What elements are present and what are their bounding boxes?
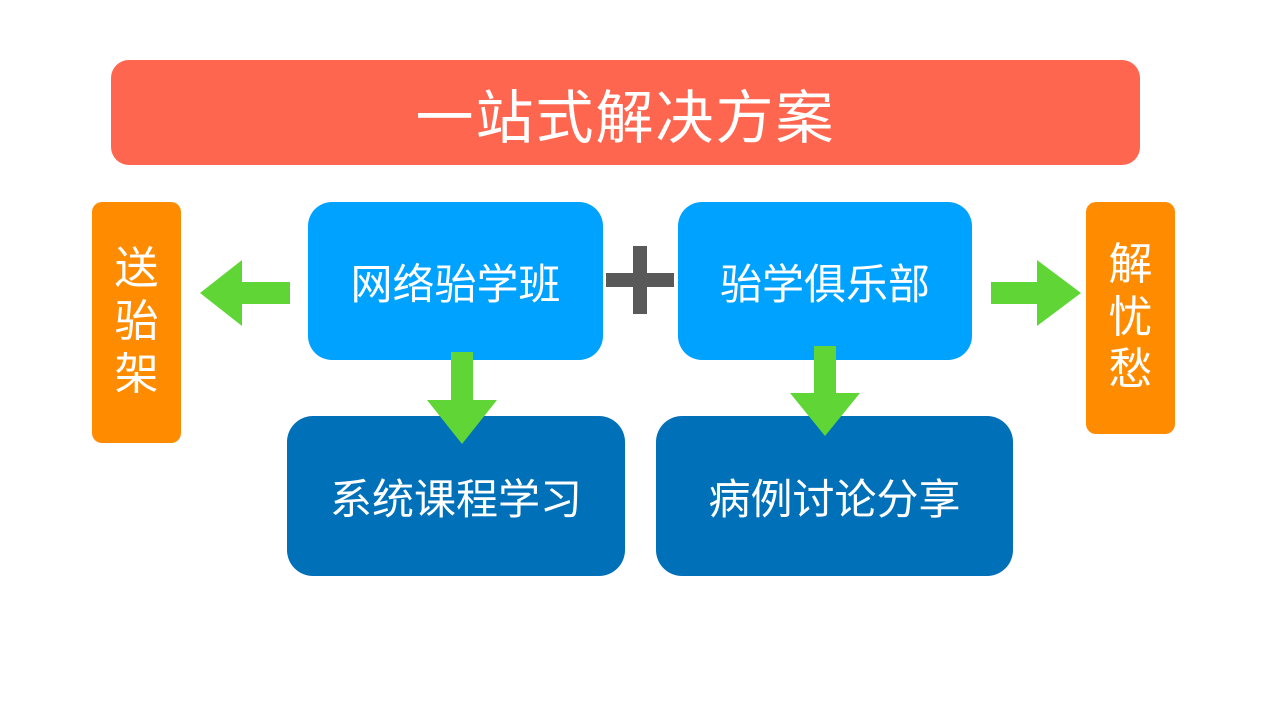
right-side-char: 解: [1108, 238, 1153, 290]
left-side-box: 送 骀 架: [92, 202, 181, 443]
course-study-box: 系统课程学习: [287, 416, 625, 576]
title-banner: 一站式解决方案: [111, 60, 1140, 165]
left-side-char: 架: [114, 348, 159, 400]
case-sharing-box: 病例讨论分享: [656, 416, 1013, 576]
arrow-down-icon: [427, 352, 497, 444]
online-class-box: 网络骀学班: [308, 202, 603, 360]
course-study-label: 系统课程学习: [329, 474, 582, 524]
arrow-right-icon: [991, 260, 1081, 326]
right-side-char: 愁: [1108, 344, 1153, 396]
right-side-char: 忧: [1108, 291, 1153, 343]
plus-icon: [606, 246, 674, 314]
club-box: 骀学俱乐部: [678, 202, 972, 360]
case-sharing-label: 病例讨论分享: [708, 474, 961, 524]
arrow-left-icon: [200, 260, 290, 326]
right-side-box: 解 忧 愁: [1086, 202, 1175, 434]
arrow-down-icon: [790, 346, 860, 436]
left-side-char: 骀: [114, 296, 159, 348]
title-text: 一站式解决方案: [415, 83, 836, 152]
left-side-char: 送: [114, 243, 159, 295]
online-class-label: 网络骀学班: [350, 259, 561, 309]
club-label: 骀学俱乐部: [719, 259, 930, 309]
